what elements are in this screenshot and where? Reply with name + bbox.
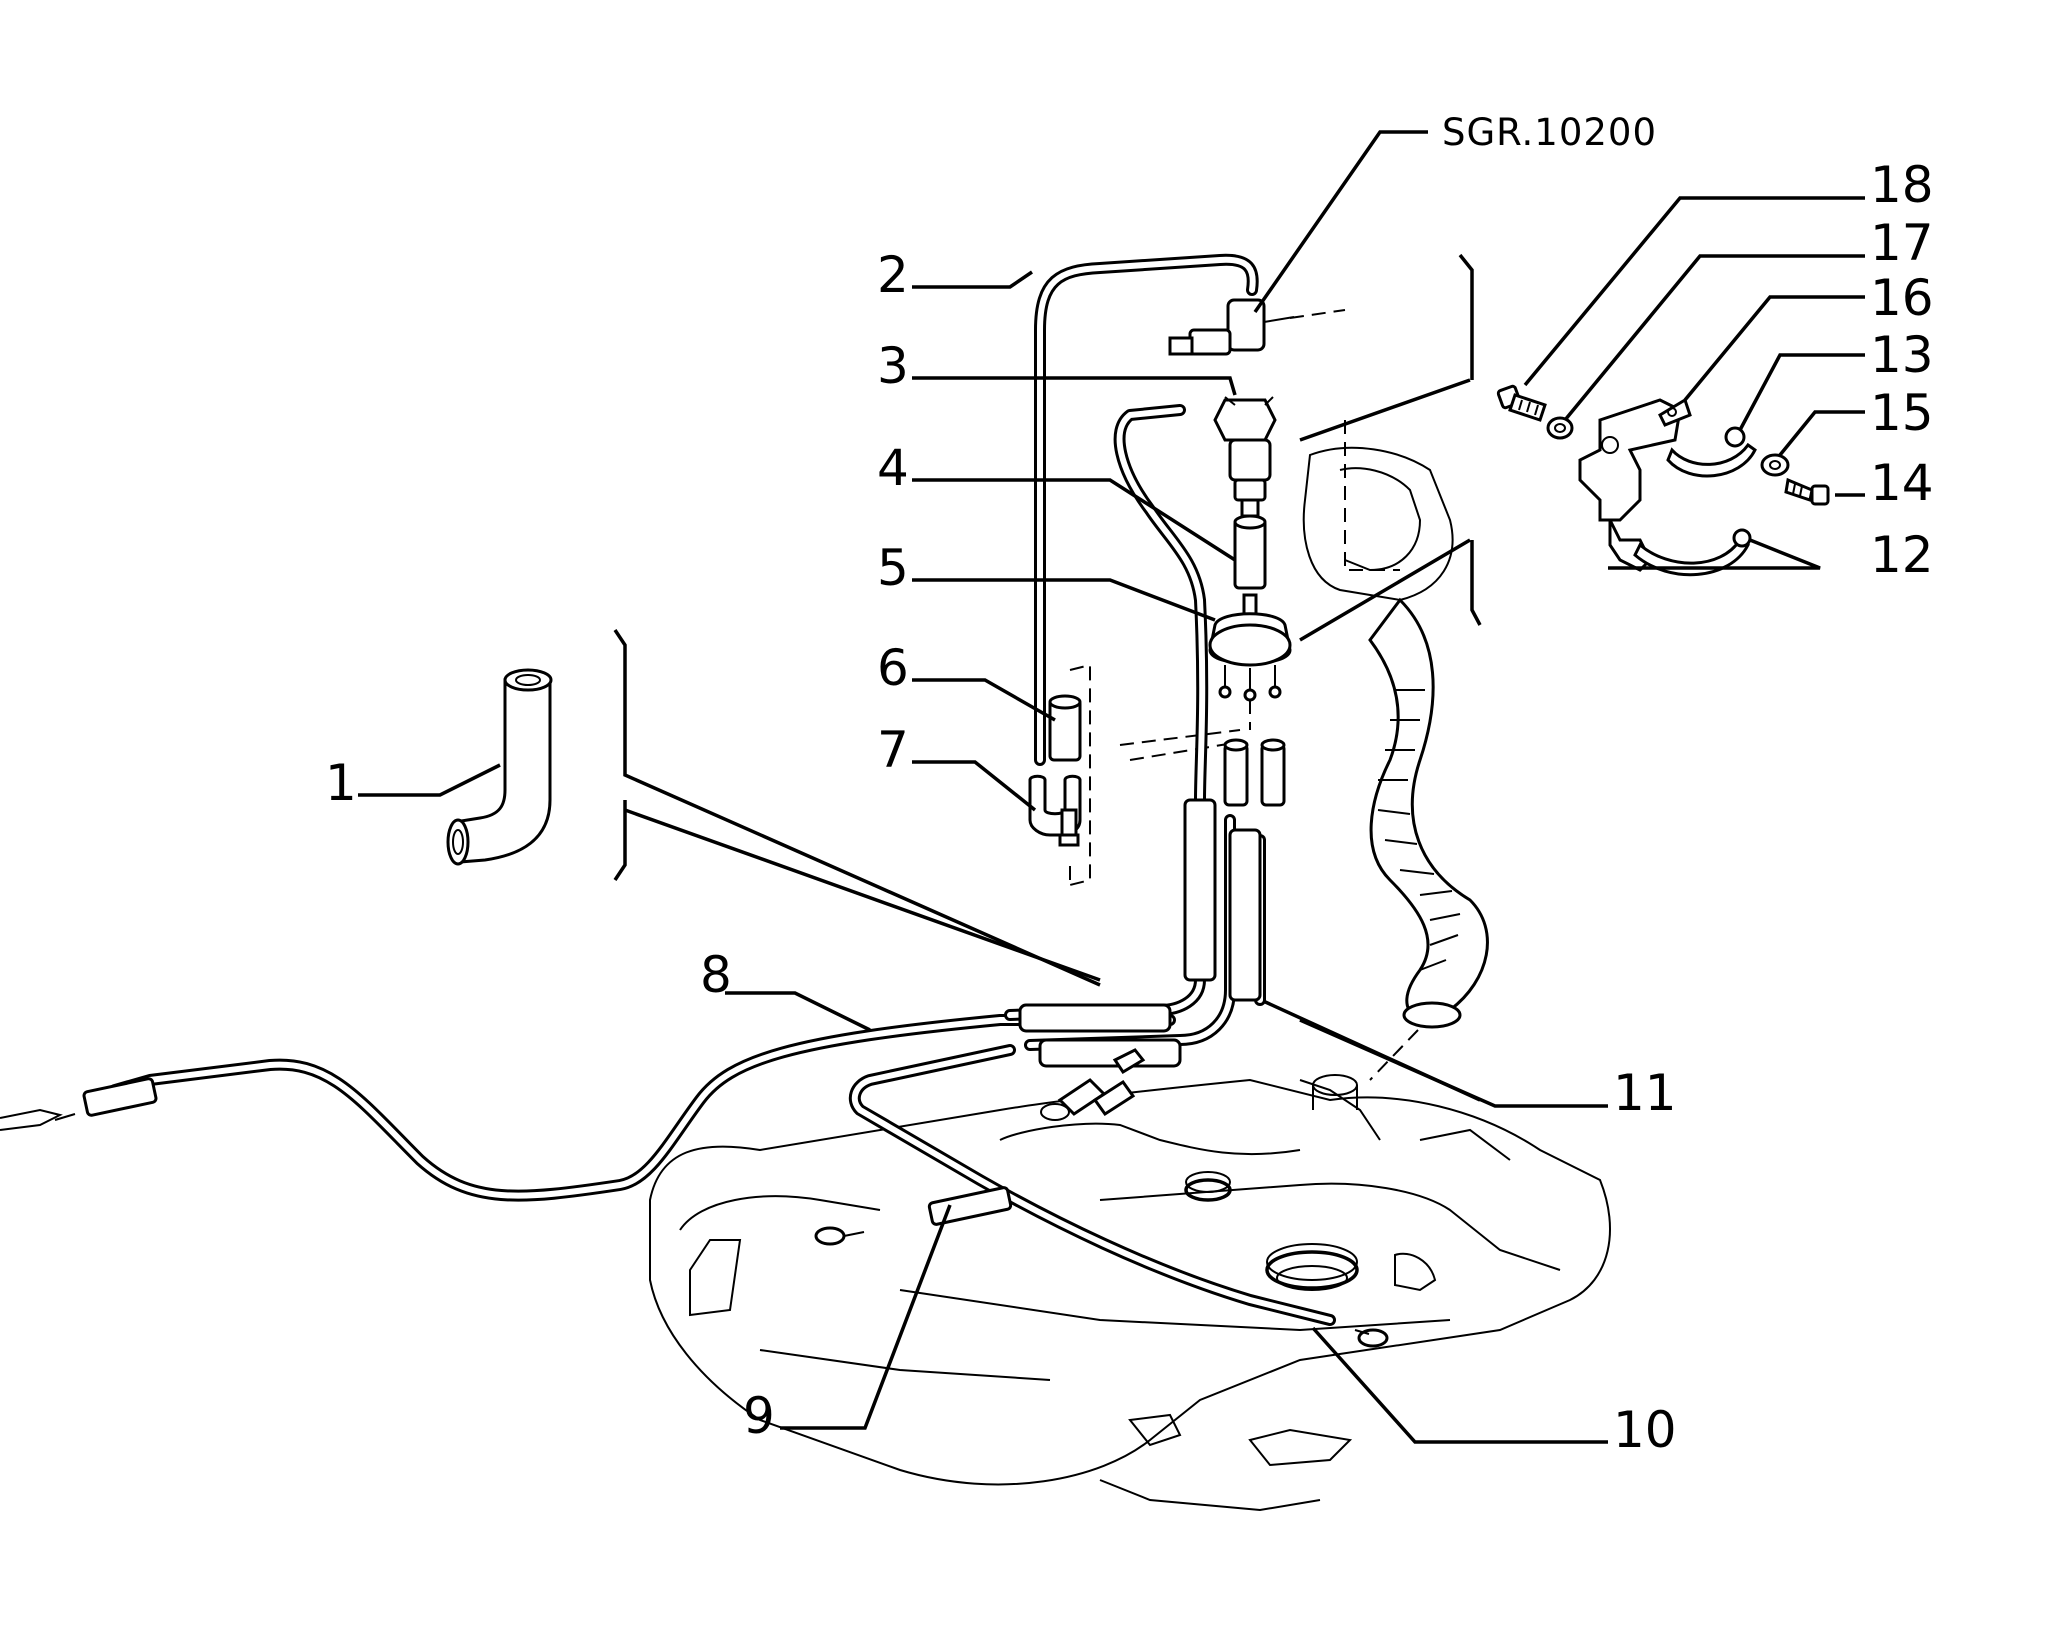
callout-16: 16: [1870, 269, 1934, 327]
reference-code-label: SGR.10200: [1442, 111, 1657, 154]
callout-5: 5: [877, 539, 909, 597]
callout-1: 1: [325, 754, 357, 812]
part-2-vent-hose: [1034, 253, 1259, 766]
part-5-canister-valve: [1208, 593, 1292, 702]
bracket-assembly: [1496, 384, 1830, 577]
part-3-purge-valve: [1213, 396, 1277, 518]
callout-17: 17: [1870, 214, 1934, 272]
callout-9: 9: [743, 1387, 775, 1445]
callout-7: 7: [877, 721, 909, 779]
fuel-lines: [0, 404, 1336, 1326]
callout-6: 6: [877, 639, 909, 697]
fuel-tank-drawing: [649, 1074, 1611, 1512]
callout-labels: SGR.10200 1 2 3 4 5 6 7 8 9 10 11 12 13 …: [325, 111, 1934, 1459]
callout-10: 10: [1613, 1401, 1677, 1459]
part-6-sleeve: [1048, 694, 1082, 762]
part-4-sleeve: [1233, 514, 1267, 590]
callout-11: 11: [1613, 1064, 1677, 1122]
part-7-t-fitting: [1028, 774, 1082, 847]
callout-2: 2: [877, 246, 909, 304]
callout-14: 14: [1870, 454, 1934, 512]
callout-3: 3: [877, 337, 909, 395]
part-1-elbow-hose: [446, 668, 553, 866]
dashed-assembly-lines: [1069, 253, 1482, 886]
detail-bracket-left: [613, 629, 1481, 1102]
callout-8: 8: [700, 946, 732, 1004]
callout-4: 4: [877, 439, 909, 497]
callout-12: 12: [1870, 526, 1934, 584]
filler-hose-drawing: [1302, 420, 1489, 1081]
callout-13: 13: [1870, 326, 1934, 384]
valve-sgr-10200: [1168, 298, 1346, 356]
callout-15: 15: [1870, 384, 1934, 442]
callout-18: 18: [1870, 156, 1934, 214]
leader-lines: [358, 130, 1865, 1444]
